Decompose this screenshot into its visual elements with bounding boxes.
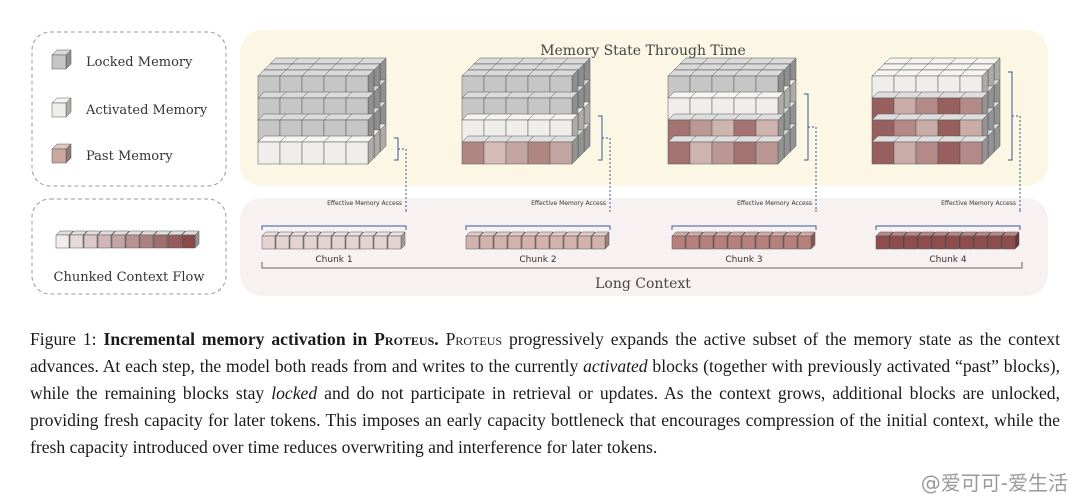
legend-activated-label: Activated Memory [85, 103, 208, 118]
legend-box [31, 31, 227, 187]
chunk-label: Chunk 1 [315, 255, 352, 265]
caption-label: Figure 1: [30, 329, 97, 349]
memory-block [755, 135, 785, 165]
memory-block [345, 135, 375, 165]
caption-activated: activated [583, 356, 648, 376]
activated-memory-icon [51, 97, 72, 118]
effective-memory-access-label: Effective Memory Access [941, 200, 1016, 207]
chunk-block [713, 231, 732, 250]
watermark: @爱可可-爱生活 [920, 471, 1068, 495]
figure-title: Memory State Through Time [540, 43, 746, 59]
legend-flow-label: Chunked Context Flow [54, 270, 205, 285]
chunk-label: Chunk 2 [519, 255, 556, 265]
locked-memory-icon [51, 49, 72, 70]
memory-activation-figure: Locked Memory Activated Memory Past Memo… [31, 30, 1048, 296]
long-context-label: Long Context [595, 276, 691, 292]
caption-name: Proteus [445, 329, 503, 349]
legend-locked-label: Locked Memory [86, 55, 193, 70]
memory-block [959, 135, 989, 165]
caption-intro: progressively expands the active subset … [30, 329, 1060, 376]
legend-icons [51, 49, 72, 164]
effective-memory-access-label: Effective Memory Access [327, 200, 402, 207]
caption-mid: blocks (together with previously activat… [30, 356, 1060, 403]
effective-memory-access-label: Effective Memory Access [737, 200, 812, 207]
flow-legend-box [31, 198, 227, 295]
memory-state-panel [240, 30, 1048, 186]
chunk-block [387, 231, 406, 250]
caption-bold: Incremental memory activation in [103, 329, 375, 349]
chunk-block [591, 231, 610, 250]
chunk-block [1001, 231, 1020, 250]
caption-name-bold: Proteus [374, 329, 435, 349]
long-context-panel [240, 198, 1048, 296]
legend-past-label: Past Memory [86, 149, 173, 164]
memory-block [549, 135, 579, 165]
figure-caption: Figure 1: Incremental memory activation … [30, 329, 1060, 457]
flow-block [181, 230, 200, 249]
caption-locked: locked [271, 383, 318, 403]
caption-rest: and do not participate in retrieval or u… [30, 383, 1060, 457]
chunk-block [797, 231, 816, 250]
effective-memory-access-label: Effective Memory Access [531, 200, 606, 207]
chunk-label: Chunk 3 [725, 255, 762, 265]
past-memory-icon [51, 143, 72, 164]
chunk-label: Chunk 4 [929, 255, 966, 265]
legend-flow-strip [55, 230, 200, 249]
